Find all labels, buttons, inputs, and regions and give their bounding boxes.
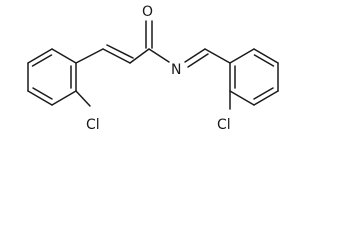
chlorine-atom-right: Cl bbox=[217, 117, 231, 133]
carbonyl-nitrogen-bond bbox=[148, 48, 170, 63]
vinyl-double-bond bbox=[102, 44, 134, 64]
imine-ring-bond bbox=[204, 48, 231, 64]
right-benzene-ring bbox=[229, 48, 279, 106]
chemical-structure: Cl O N Cl bbox=[27, 4, 279, 133]
c-cl-bond-left bbox=[75, 90, 91, 107]
oxygen-atom: O bbox=[142, 4, 153, 20]
chlorine-atom-left: Cl bbox=[86, 117, 100, 133]
carbonyl-double-bond bbox=[145, 20, 153, 49]
vinyl-carbonyl-bond bbox=[129, 48, 150, 64]
ring-vinyl-bond bbox=[75, 48, 104, 64]
nitrogen-atom: N bbox=[171, 62, 181, 78]
imine-double-bond bbox=[184, 48, 209, 68]
left-benzene-ring bbox=[27, 48, 77, 106]
